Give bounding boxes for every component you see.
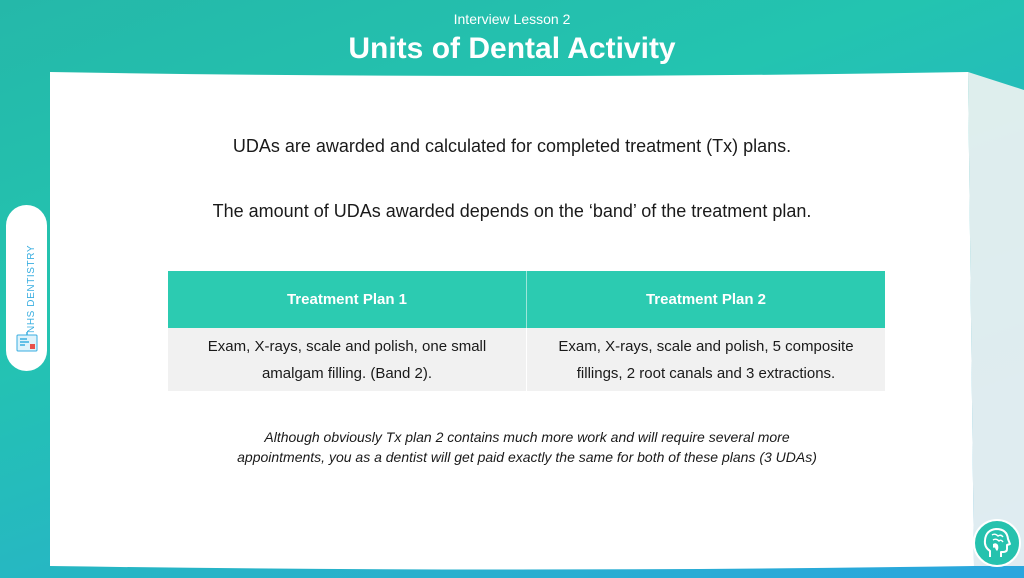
brain-badge[interactable] — [973, 519, 1021, 567]
column-header-plan-2: Treatment Plan 2 — [526, 271, 885, 328]
table-header-row: Treatment Plan 1 Treatment Plan 2 — [168, 271, 885, 328]
page-title: Units of Dental Activity — [348, 32, 676, 65]
nhs-dentistry-tab[interactable]: NHS DENTISTRY — [6, 205, 47, 371]
column-header-plan-1: Treatment Plan 1 — [168, 271, 527, 328]
plan-1-cell: Exam, X-rays, scale and polish, one smal… — [168, 328, 527, 391]
treatment-plan-table: Treatment Plan 1 Treatment Plan 2 Exam, … — [168, 271, 885, 391]
table-row: Exam, X-rays, scale and polish, one smal… — [168, 328, 885, 391]
brain-head-icon — [983, 528, 1011, 557]
intro-line-1: UDAs are awarded and calculated for comp… — [232, 136, 792, 156]
lesson-subtitle: Interview Lesson 2 — [453, 11, 571, 27]
dental-chart-icon — [16, 332, 38, 352]
side-tab-label: NHS DENTISTRY — [26, 244, 37, 333]
intro-line-2: The amount of UDAs awarded depends on th… — [212, 201, 812, 221]
plan-2-cell: Exam, X-rays, scale and polish, 5 compos… — [526, 328, 885, 391]
footnote: Although obviously Tx plan 2 contains mu… — [237, 429, 817, 465]
